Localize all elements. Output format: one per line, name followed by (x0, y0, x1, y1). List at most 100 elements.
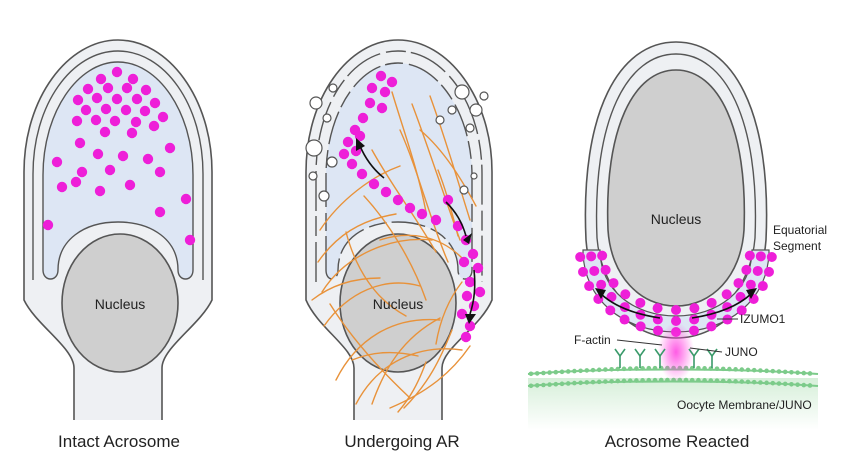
granule-dot (124, 179, 136, 191)
granule-dot (652, 314, 663, 325)
lipid-head (751, 367, 757, 373)
vesicle (447, 105, 457, 115)
lipid-head (801, 382, 807, 388)
juno-receptor-arms (688, 348, 700, 358)
granule-dot (456, 308, 468, 320)
lipid-head (739, 367, 745, 372)
granule-dot (379, 86, 391, 98)
lipid-head (770, 380, 776, 386)
granule-dot (140, 84, 152, 96)
f-actin-filament (345, 231, 407, 317)
granule-dot (338, 148, 350, 160)
nucleus (339, 233, 457, 373)
lipid-head (547, 382, 552, 387)
granule-dot (100, 103, 112, 115)
factin-label: F-actin (574, 333, 611, 347)
granule-dot (472, 262, 484, 274)
lipid-head (764, 380, 769, 386)
granule-dot (71, 115, 83, 127)
acrosomal-granules-intact (42, 66, 196, 246)
granule-dot (142, 153, 154, 165)
membrane-label: Oocyte Membrane/JUNO (677, 398, 812, 412)
lipid-head (776, 369, 782, 374)
arrowhead-icon (463, 233, 472, 244)
granule-dot (689, 303, 700, 314)
f-actin-filament (319, 165, 401, 231)
vesicle (305, 139, 323, 157)
oocyte-membrane (527, 365, 819, 389)
granule-dot (671, 305, 681, 315)
lipid-head (646, 365, 652, 371)
lipid-head (758, 380, 763, 385)
vesicle (326, 156, 338, 168)
granule-dot (584, 281, 595, 292)
lipid-head (615, 366, 621, 372)
lipid-head (621, 378, 627, 384)
granule-dot (80, 104, 92, 116)
lipid-head (733, 379, 738, 384)
lipid-head (782, 381, 788, 387)
granule-dot (76, 166, 88, 178)
lipid-head (658, 377, 664, 383)
granule-dot (102, 82, 114, 94)
caption-undergoing: Undergoing AR (344, 432, 460, 451)
granule-dot (652, 303, 663, 314)
lipid-head (758, 368, 763, 373)
granule-dot (600, 264, 611, 275)
nucleus (61, 233, 179, 373)
lipid-head (547, 370, 552, 375)
granule-dot (605, 305, 616, 316)
lipid-head (528, 383, 534, 389)
released-vesicles (305, 83, 489, 202)
lipid-head (696, 377, 701, 383)
lipid-head (782, 369, 788, 375)
lipid-head (596, 379, 602, 385)
lipid-head (727, 366, 732, 372)
lipid-head (534, 383, 540, 388)
lipid-head (770, 368, 776, 374)
granule-dot (92, 148, 104, 160)
juno-receptor-arms (654, 348, 666, 358)
granule-dot (157, 111, 169, 123)
arrowhead-icon (746, 288, 757, 299)
caption-reacted: Acrosome Reacted (604, 432, 750, 451)
granule-dot (458, 256, 470, 268)
lipid-head (646, 377, 652, 383)
granule-dot (364, 97, 376, 109)
lipid-head (689, 377, 695, 383)
lipid-head (553, 381, 559, 387)
nucleus-label: Nucleus (373, 296, 424, 312)
vesicle (469, 103, 483, 117)
granule-dot (755, 251, 766, 262)
nucleus-label: Nucleus (651, 211, 702, 227)
lipid-head (714, 378, 720, 383)
juno-receptor-arms (614, 348, 626, 358)
lipid-head (534, 371, 540, 376)
f-actin-filament (419, 129, 477, 207)
lipid-head (590, 367, 596, 373)
granule-dot (464, 276, 476, 288)
lipid-head (572, 368, 577, 374)
f-actin-filament (391, 91, 427, 213)
movement-arrow-up (359, 145, 385, 179)
equatorial-segment (582, 249, 770, 333)
granule-dot (380, 186, 392, 198)
f-actin-filament (351, 351, 419, 361)
granule-dot (346, 158, 358, 170)
nucleus (606, 69, 746, 307)
f-actin-filament (335, 318, 441, 381)
granule-dot (461, 290, 473, 302)
f-actin-filaments (311, 91, 477, 413)
segment-label: Segment (773, 239, 822, 253)
lipid-head (565, 369, 571, 374)
granule-dot (375, 70, 387, 82)
granule-dot (635, 321, 646, 332)
f-actin-filament (429, 95, 471, 221)
f-actin-filament (323, 282, 421, 327)
lipid-head (714, 366, 720, 371)
lipid-head (559, 369, 565, 375)
granule-dot (578, 266, 589, 277)
panel-reacted: Nucleus Equatorial Segment IZUMO1 F-acti… (527, 41, 827, 430)
granule-dot (706, 321, 717, 332)
